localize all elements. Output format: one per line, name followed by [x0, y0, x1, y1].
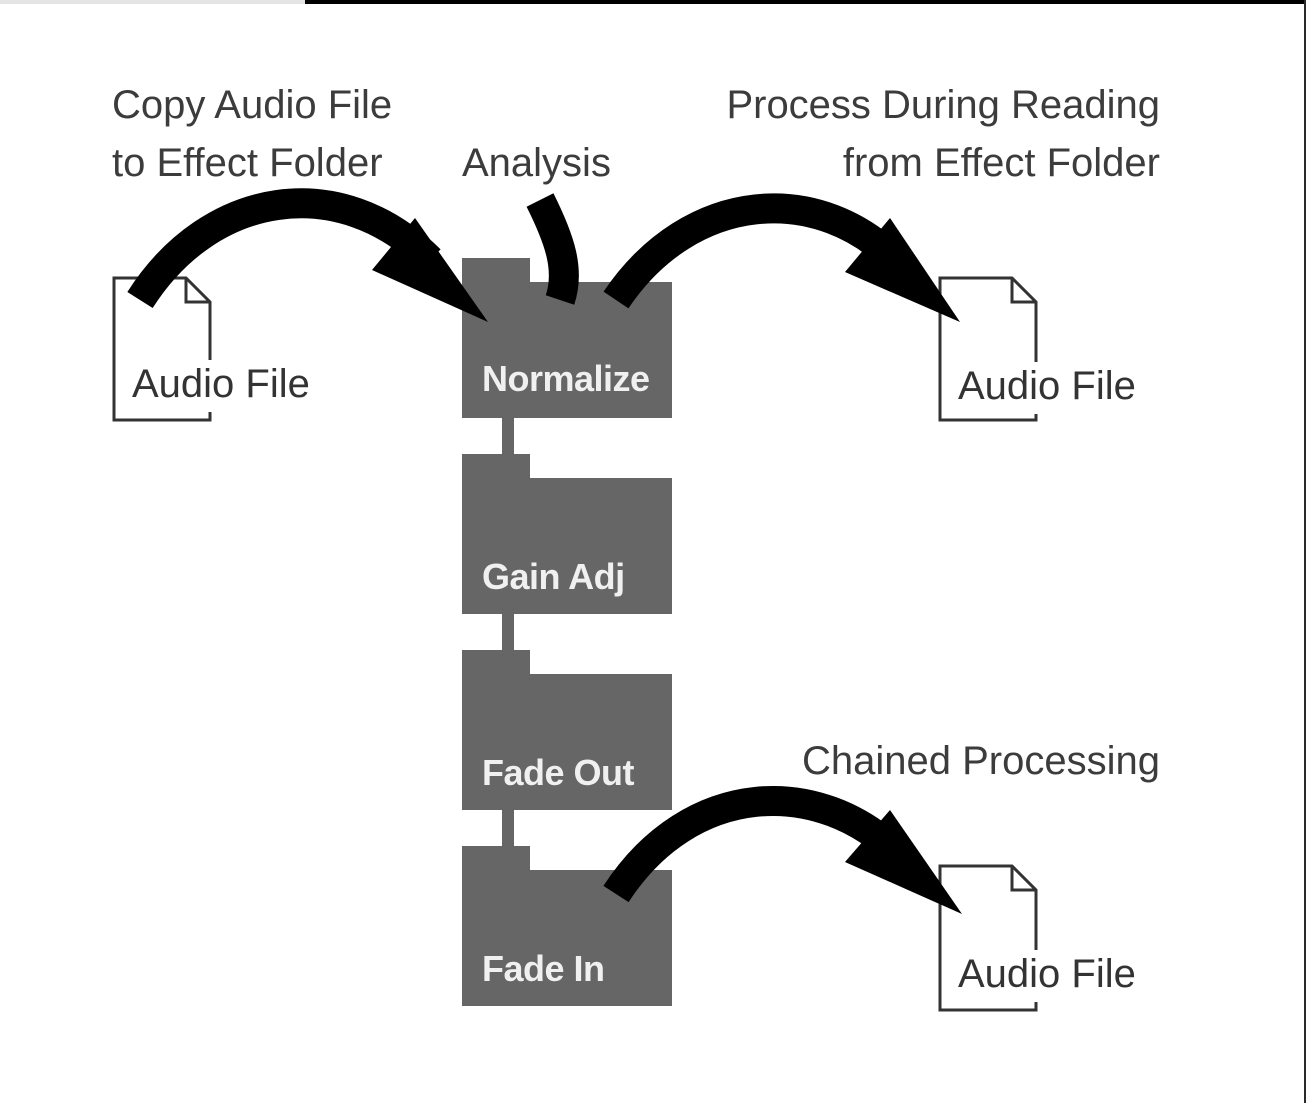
process-arrow	[603, 193, 960, 322]
process-caption-line2: from Effect Folder	[842, 141, 1160, 185]
analysis-caption: Analysis	[462, 141, 611, 185]
document-icon	[938, 276, 1038, 422]
folder-fade-out-label: Fade Out	[482, 752, 635, 793]
right-border	[1304, 0, 1306, 1103]
folder-fade-out-shape	[462, 650, 672, 810]
copy-caption-line2: to Effect Folder	[112, 141, 383, 185]
folder-fade-in-label: Fade In	[482, 948, 605, 989]
analysis-arrow	[526, 193, 579, 305]
chained-caption: Chained Processing	[802, 739, 1160, 783]
folder-normalize-label: Normalize	[482, 358, 650, 399]
top-border-left	[0, 0, 305, 4]
output-chained-file-label: Audio File	[958, 952, 1136, 996]
folder-connectors	[502, 410, 514, 853]
folder-gain-adj-shape	[462, 454, 672, 614]
chained-arrow	[603, 786, 962, 914]
copy-arrow	[127, 188, 488, 322]
copy-caption-line1: Copy Audio File	[112, 83, 393, 127]
folder-gain-adj-label: Gain Adj	[482, 556, 625, 597]
output-read-file-label: Audio File	[958, 364, 1136, 408]
process-caption-line1: Process During Reading	[726, 83, 1160, 127]
top-border-right	[305, 0, 1306, 4]
source-file-label: Audio File	[132, 362, 310, 406]
